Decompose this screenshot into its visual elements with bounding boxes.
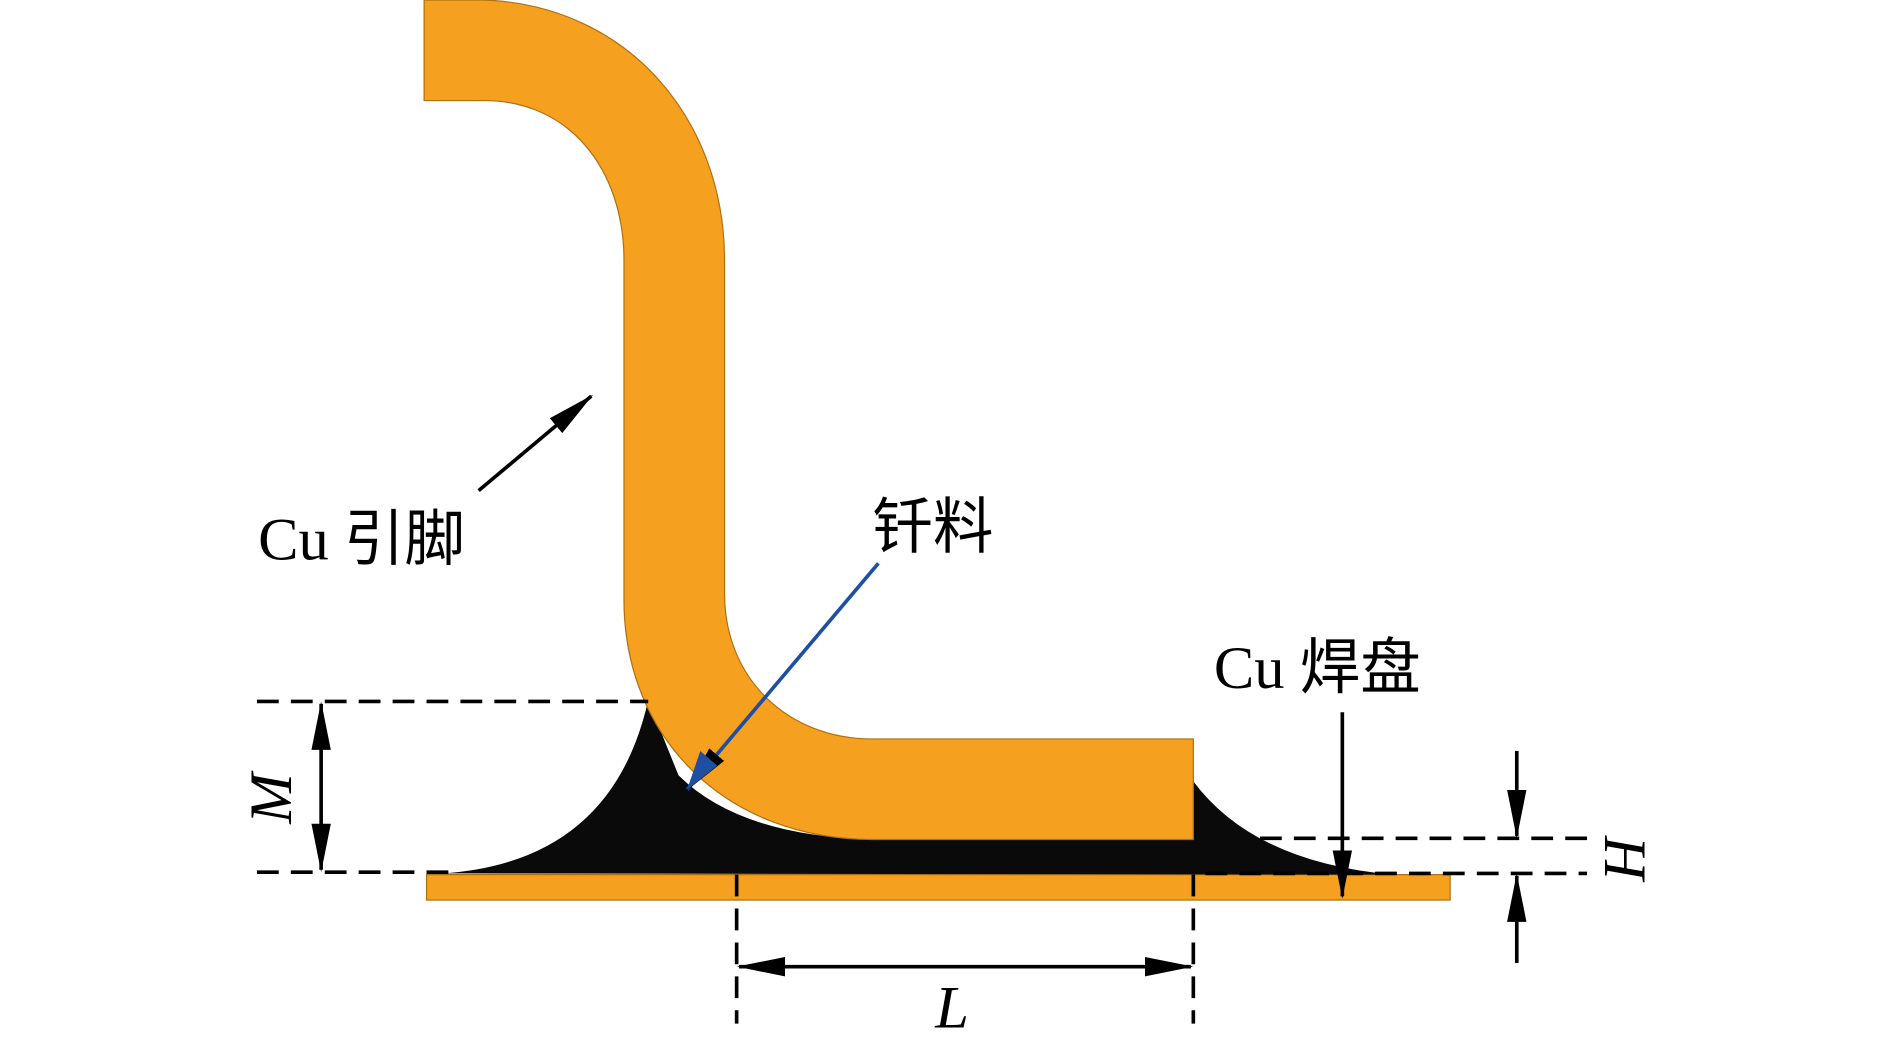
lead-pointer-arrow: [477, 394, 594, 493]
solder-fillet: [442, 700, 1394, 875]
copper-lead: [423, 0, 1194, 841]
solder-arrowhead: [686, 751, 718, 790]
solder-pointer-arrow: [685, 562, 880, 792]
lead-label: Cu 引脚: [258, 507, 465, 574]
solder-label: 钎料: [872, 495, 993, 562]
m-label: M: [238, 770, 305, 825]
l-label: L: [934, 974, 969, 1041]
pad-label: Cu 焊盘: [1214, 635, 1421, 702]
h-label: H: [1591, 835, 1658, 883]
copper-pad: [425, 874, 1451, 901]
